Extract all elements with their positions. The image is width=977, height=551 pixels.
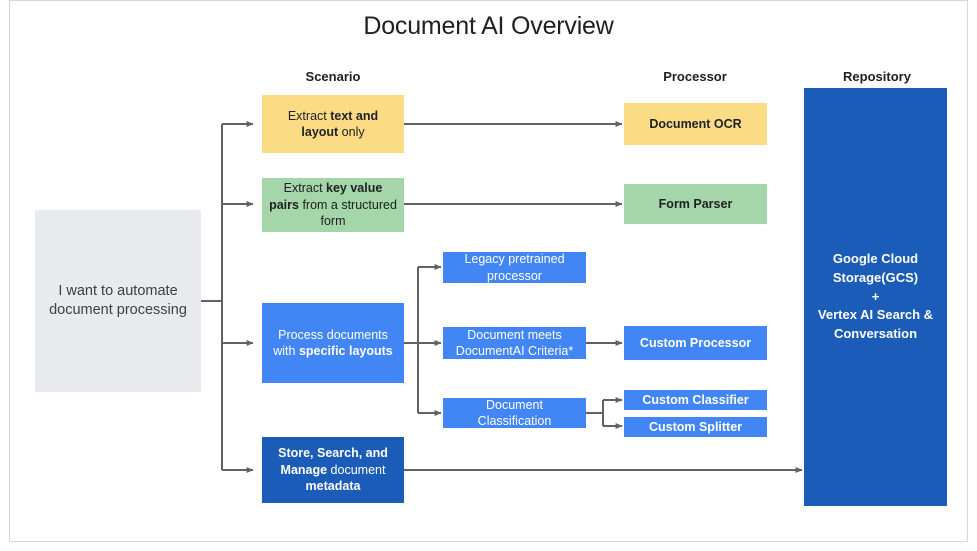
processor-box-document-ocr[interactable]: Document OCR [624, 103, 767, 145]
column-header-processor: Processor [663, 69, 727, 84]
criteria-label: Document Classification [477, 397, 552, 429]
criteria-label: Legacy pretrained processor [464, 252, 565, 283]
criteria-box-legacy-pretrained[interactable]: Legacy pretrained processor [443, 252, 586, 283]
entry-label: I want to automate document processing [49, 282, 187, 318]
scenario-label: Extract text and layout only [287, 108, 379, 140]
processor-label: Custom Splitter [648, 419, 743, 434]
entry-box: I want to automate document processing [35, 210, 201, 392]
processor-label: Form Parser [658, 196, 733, 211]
page-title: Document AI Overview [363, 12, 614, 40]
scenario-label: Extract key value pairs from a structure… [269, 181, 397, 229]
processor-box-custom-processor[interactable]: Custom Processor [624, 326, 767, 360]
scenario-box-extract-key-value[interactable]: Extract key value pairs from a structure… [262, 178, 404, 232]
scenario-box-store-search-manage[interactable]: Store, Search, and Manage document metad… [262, 437, 404, 503]
scenario-label: Store, Search, and Manage document metad… [278, 446, 388, 494]
criteria-label: Document meets DocumentAI Criteria* [455, 327, 574, 359]
column-header-repository: Repository [843, 69, 911, 84]
scenario-box-process-specific-layouts[interactable]: Process documents with specific layouts [262, 303, 404, 383]
scenario-label: Process documents with specific layouts [273, 327, 393, 359]
processor-box-custom-classifier[interactable]: Custom Classifier [624, 390, 767, 410]
criteria-box-document-classification[interactable]: Document Classification [443, 398, 586, 428]
processor-box-form-parser[interactable]: Form Parser [624, 184, 767, 224]
scenario-box-extract-text-layout[interactable]: Extract text and layout only [262, 95, 404, 153]
processor-box-custom-splitter[interactable]: Custom Splitter [624, 417, 767, 437]
column-header-scenario: Scenario [305, 69, 361, 84]
processor-label: Document OCR [649, 116, 742, 131]
criteria-box-documentai-criteria[interactable]: Document meets DocumentAI Criteria* [443, 327, 586, 359]
processor-label: Custom Processor [639, 335, 752, 350]
processor-label: Custom Classifier [642, 392, 749, 407]
